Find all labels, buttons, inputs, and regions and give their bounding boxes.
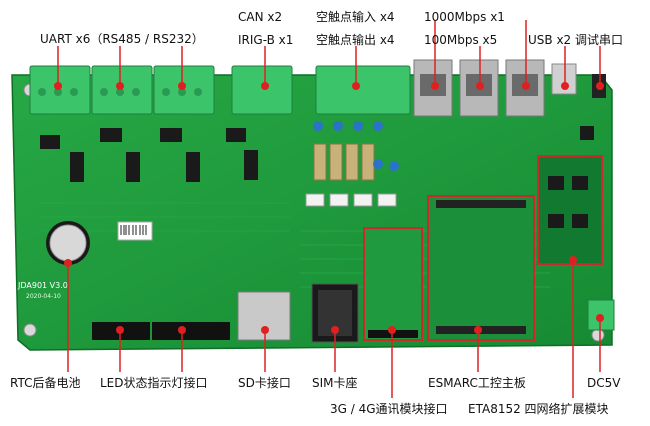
eta-module [537, 155, 603, 265]
rtc-battery [46, 221, 90, 265]
label-irigb: IRIG-B x1 [238, 33, 294, 47]
label-di: 空触点输入 x4 [316, 10, 395, 24]
esmarc-module [427, 195, 535, 341]
led-header [92, 322, 230, 340]
silkscreen-text: JDA901 V3.0 [17, 281, 68, 290]
uart-terminals [29, 65, 215, 115]
modem-slot [363, 227, 423, 341]
label-3g4g: 3G / 4G通讯模块接口 [330, 402, 448, 416]
label-sim: SIM卡座 [312, 376, 358, 390]
label-led: LED状态指示灯接口 [100, 376, 208, 390]
label-esmarc: ESMARC工控主板 [428, 376, 526, 390]
callout-dots [54, 82, 604, 334]
label-uart: UART x6（RS485 / RS232） [40, 32, 204, 46]
label-eth1000: 1000Mbps x1 [424, 10, 505, 24]
label-do: 空触点输出 x4 [316, 33, 395, 47]
label-dc5v: DC5V [587, 376, 621, 390]
label-eta: ETA8152 四网络扩展模块 [468, 402, 609, 416]
label-can: CAN x2 [238, 10, 283, 24]
label-eth100: 100Mbps x5 [424, 33, 498, 47]
label-sd: SD卡接口 [238, 376, 291, 390]
can-terminal [231, 65, 293, 115]
label-rtc: RTC后备电池 [10, 376, 81, 390]
label-usb: USB x2 调试串口 [528, 33, 623, 47]
silkscreen-date: 2020-04-10 [26, 293, 61, 300]
dio-terminal [315, 65, 411, 115]
callout-lines [57, 20, 601, 398]
